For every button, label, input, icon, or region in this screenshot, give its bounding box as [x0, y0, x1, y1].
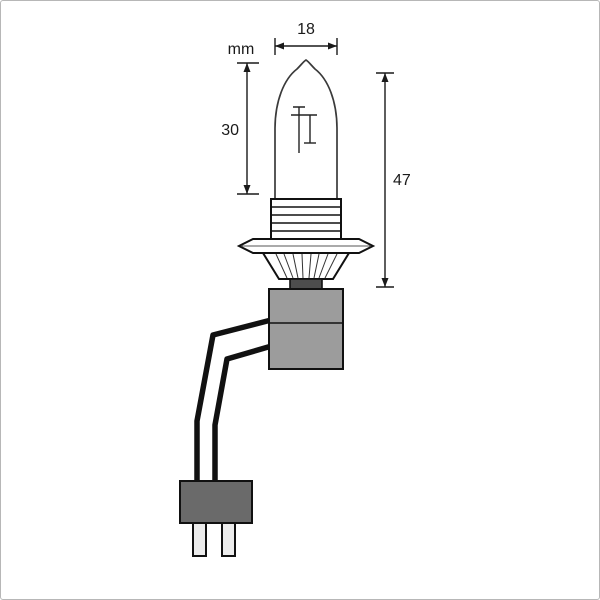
metal-base-ribs	[270, 198, 342, 240]
dimension-glass-length-label: 30	[221, 122, 239, 139]
arrowhead-up-icon	[243, 63, 251, 72]
arrowhead-left-icon	[275, 42, 284, 50]
filament	[291, 106, 317, 153]
arrowhead-down-icon	[243, 185, 251, 194]
connector-block	[268, 288, 344, 370]
arrowhead-down-icon	[381, 278, 389, 287]
arrowhead-up-icon	[381, 73, 389, 82]
connector-body	[268, 288, 344, 370]
terminal-blade-right	[221, 520, 236, 557]
crimped-skirt	[261, 252, 351, 280]
dimension-glass-length: 30	[221, 62, 259, 195]
base-shell	[270, 198, 342, 240]
dimension-total-length-label: 47	[393, 172, 411, 189]
arrowhead-right-icon	[328, 42, 337, 50]
dimension-width-label: 18	[297, 21, 315, 38]
mounting-flange	[236, 238, 376, 254]
wire-right	[212, 342, 278, 488]
terminal-blade-left	[192, 520, 207, 557]
plug-body	[179, 480, 253, 524]
unit-label: mm	[228, 41, 255, 58]
wire-left	[194, 316, 278, 488]
dimension-total-length: 47	[376, 72, 411, 288]
skirt-hatching	[275, 253, 338, 279]
glass-envelope	[274, 59, 338, 200]
dimension-width: 18	[274, 21, 338, 55]
